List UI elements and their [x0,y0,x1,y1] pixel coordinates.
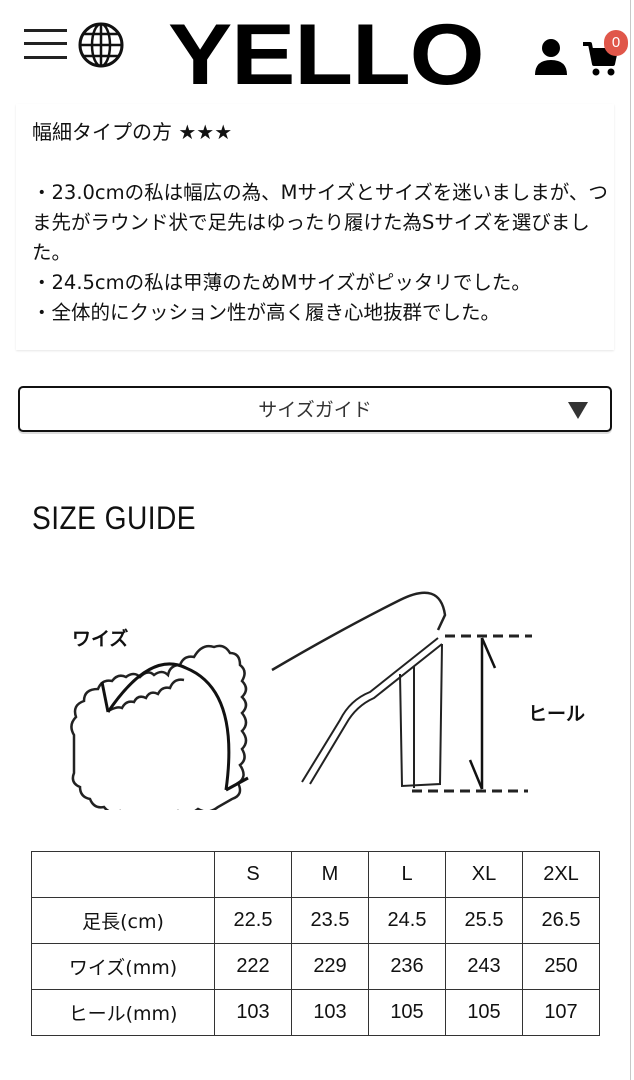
heel-label: ヒール [528,703,585,725]
width-label: ワイズ [72,627,128,650]
table-cell: 25.5 [445,897,523,944]
table-header-cell: 2XL [522,851,600,898]
row-label: 足長(cm) [31,897,215,944]
hamburger-menu-icon[interactable] [24,26,67,60]
table-cell: 22.5 [214,897,292,944]
review-line: ・24.5cmの私は甲薄のためMサイズがピッタリでした。 [32,271,531,294]
table-cell: 23.5 [291,897,369,944]
row-label: ワイズ(mm) [31,943,215,990]
size-table: S M L XL 2XL 足長(cm) 22.5 23.5 24.5 25.5 … [31,851,600,1036]
table-cell: 243 [445,943,523,990]
table-header-cell: M [291,851,369,898]
cart-count-badge: 0 [604,30,628,56]
size-guide-accordion[interactable]: サイズガイド [18,386,612,432]
table-cell: 229 [291,943,369,990]
table-row: ワイズ(mm) 222 229 236 243 250 [31,943,600,990]
table-cell: 250 [522,943,600,990]
site-header: YELLO 0 [0,0,630,100]
review-title: 幅細タイプの方 ★★★ [32,120,233,144]
review-line: ・23.0cmの私は幅広の為、Mサイズとサイズを迷いましまが、つま先がラウンド状… [32,181,608,264]
caret-down-icon [568,402,588,419]
size-guide-title: SIZE GUIDE [32,500,196,536]
table-row: ヒール(mm) 103 103 105 105 107 [31,989,600,1036]
page-edge-scrollbar [630,0,631,1080]
table-header-cell [31,851,215,898]
review-card: 幅細タイプの方 ★★★ ・23.0cmの私は幅広の為、Mサイズとサイズを迷いまし… [16,104,614,350]
table-cell: 103 [291,989,369,1036]
globe-icon[interactable] [78,22,124,68]
table-header-cell: S [214,851,292,898]
row-label: ヒール(mm) [31,989,215,1036]
table-header-cell: XL [445,851,523,898]
table-cell: 107 [522,989,600,1036]
table-cell: 24.5 [368,897,446,944]
shoe-diagram: ワイズ ヒール [70,591,585,810]
table-cell: 105 [368,989,446,1036]
table-cell: 222 [214,943,292,990]
table-row: 足長(cm) 22.5 23.5 24.5 25.5 26.5 [31,897,600,944]
table-cell: 236 [368,943,446,990]
table-cell: 26.5 [522,897,600,944]
table-cell: 105 [445,989,523,1036]
brand-logo[interactable]: YELLO [168,7,485,103]
table-header-row: S M L XL 2XL [31,851,600,898]
table-header-cell: L [368,851,446,898]
accordion-label: サイズガイド [258,399,372,421]
review-body: ・23.0cmの私は幅広の為、Mサイズとサイズを迷いましまが、つま先がラウンド状… [32,178,612,328]
table-cell: 103 [214,989,292,1036]
review-line: ・全体的にクッション性が高く履き心地抜群でした。 [32,301,501,324]
user-icon[interactable] [532,38,570,76]
